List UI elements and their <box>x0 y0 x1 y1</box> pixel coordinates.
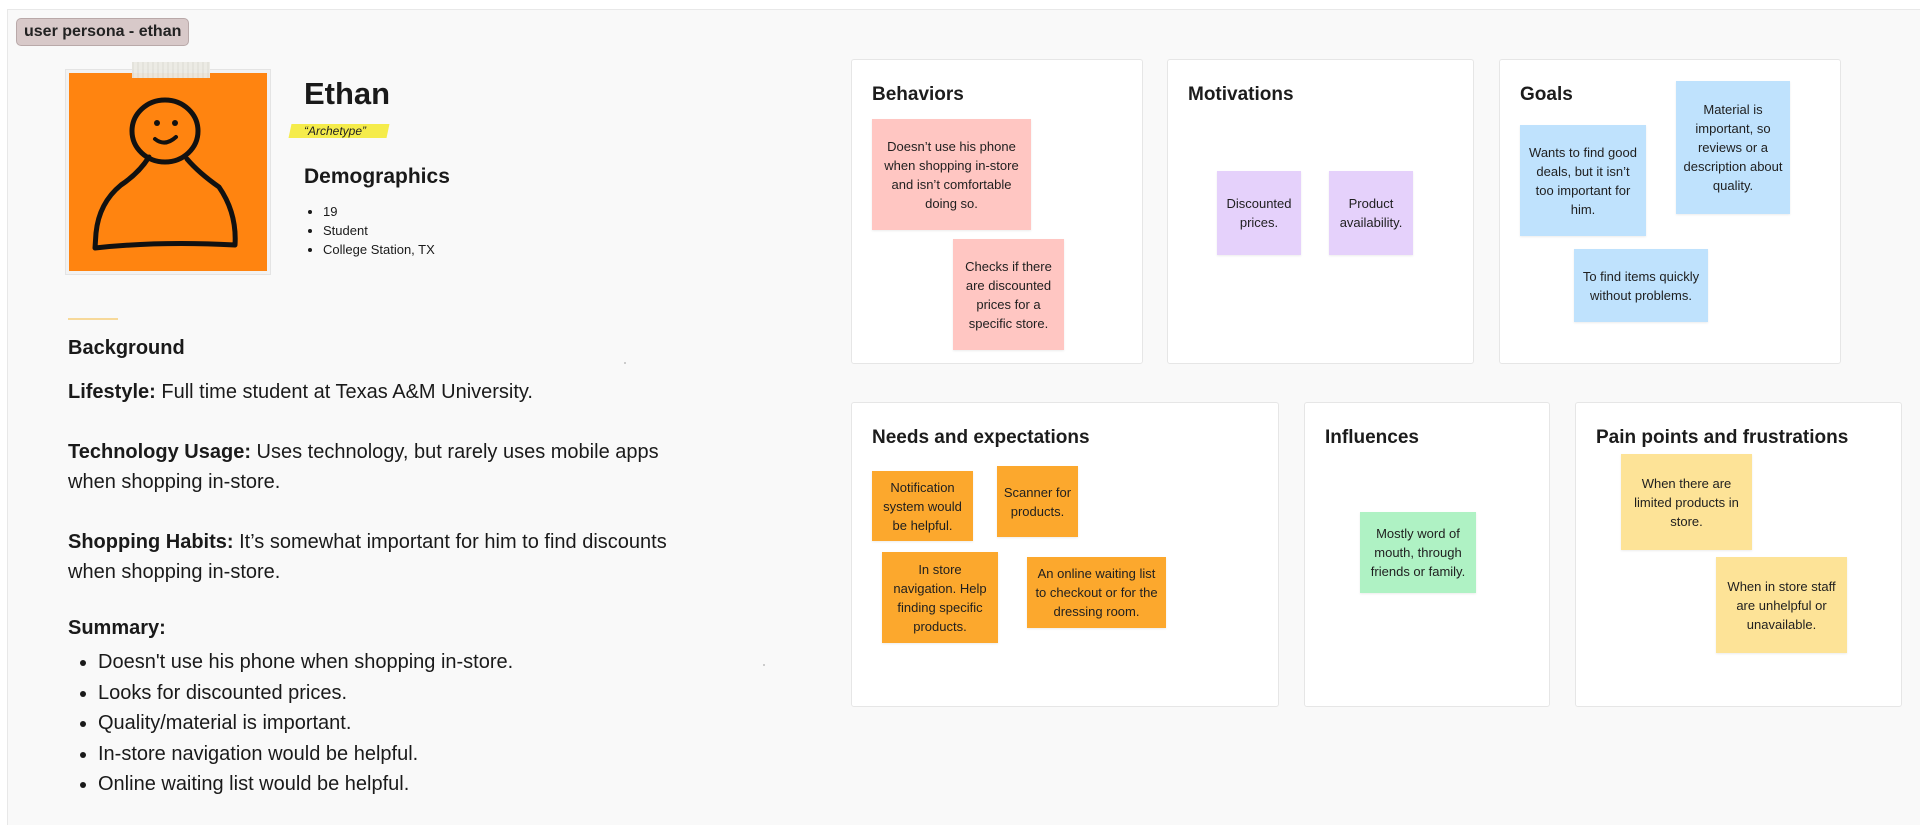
summary-title: Summary: <box>68 617 166 639</box>
summary-item: Doesn't use his phone when shopping in-s… <box>98 647 513 678</box>
divider <box>68 318 118 320</box>
background-title: Background <box>68 337 185 359</box>
sticky-note[interactable]: To find items quickly without problems. <box>1574 249 1708 322</box>
pain-points-title: Pain points and frustrations <box>1596 427 1849 448</box>
technology-paragraph: Technology Usage: Uses technology, but r… <box>68 437 688 497</box>
persona-avatar[interactable] <box>66 70 270 274</box>
technology-label: Technology Usage: <box>68 441 251 463</box>
tape-decoration <box>132 62 210 78</box>
shopping-label: Shopping Habits: <box>68 531 234 553</box>
archetype-label: “Archetype” <box>304 124 367 138</box>
sticky-note[interactable]: Scanner for products. <box>997 466 1078 537</box>
needs-title: Needs and expectations <box>872 427 1090 448</box>
frame-label[interactable]: user persona - ethan <box>16 18 190 46</box>
sticky-note[interactable]: Mostly word of mouth, through friends or… <box>1360 512 1476 593</box>
needs-panel[interactable]: Needs and expectations Notification syst… <box>851 402 1279 707</box>
shopping-paragraph: Shopping Habits: It’s somewhat important… <box>68 527 688 587</box>
sticky-note[interactable]: Material is important, so reviews or a d… <box>1676 81 1790 214</box>
canvas-speck <box>624 362 626 364</box>
sticky-note[interactable]: Product availability. <box>1329 171 1413 255</box>
demographics-title: Demographics <box>304 165 450 188</box>
sticky-note[interactable]: Checks if there are discounted prices fo… <box>953 239 1064 350</box>
sticky-note[interactable]: Doesn’t use his phone when shopping in-s… <box>872 119 1031 230</box>
summary-item: Looks for discounted prices. <box>98 678 513 709</box>
technology-text: Uses technology, but rarely uses mobile … <box>68 441 659 493</box>
influences-title: Influences <box>1325 427 1419 448</box>
summary-item: Quality/material is important. <box>98 708 513 739</box>
behaviors-title: Behaviors <box>872 84 964 105</box>
motivations-title: Motivations <box>1188 84 1294 105</box>
demographics-item: College Station, TX <box>323 240 435 259</box>
demographics-item: 19 <box>323 202 435 221</box>
lifestyle-text: Full time student at Texas A&M Universit… <box>155 381 533 403</box>
goals-panel[interactable]: Goals Wants to find good deals, but it i… <box>1499 59 1841 364</box>
influences-panel[interactable]: Influences Mostly word of mouth, through… <box>1304 402 1550 707</box>
canvas-speck <box>763 664 765 666</box>
goals-title: Goals <box>1520 84 1573 105</box>
sticky-note[interactable]: Discounted prices. <box>1217 171 1301 255</box>
sticky-note[interactable]: Wants to find good deals, but it isn’t t… <box>1520 125 1646 236</box>
lifestyle-label: Lifestyle: <box>68 381 156 403</box>
motivations-panel[interactable]: Motivations Discounted prices. Product a… <box>1167 59 1474 364</box>
demographics-list: 19 Student College Station, TX <box>323 202 435 259</box>
summary-list: Doesn't use his phone when shopping in-s… <box>98 647 513 800</box>
lifestyle-paragraph: Lifestyle: Full time student at Texas A&… <box>68 377 688 407</box>
behaviors-panel[interactable]: Behaviors Doesn’t use his phone when sho… <box>851 59 1143 364</box>
summary-item: Online waiting list would be helpful. <box>98 769 513 800</box>
summary-item: In-store navigation would be helpful. <box>98 739 513 770</box>
pain-points-panel[interactable]: Pain points and frustrations When there … <box>1575 402 1902 707</box>
sticky-note[interactable]: In store navigation. Help finding specif… <box>882 552 998 643</box>
demographics-item: Student <box>323 221 435 240</box>
persona-name: Ethan <box>304 76 391 111</box>
shopping-text: It’s somewhat important for him to find … <box>68 531 667 583</box>
sticky-note[interactable]: When there are limited products in store… <box>1621 454 1752 550</box>
background-body: Lifestyle: Full time student at Texas A&… <box>68 377 688 617</box>
sticky-note[interactable]: Notification system would be helpful. <box>872 471 973 541</box>
sticky-note[interactable]: An online waiting list to checkout or fo… <box>1027 557 1166 628</box>
sticky-note[interactable]: When in store staff are unhelpful or una… <box>1716 557 1847 653</box>
person-doodle-icon <box>92 97 238 251</box>
